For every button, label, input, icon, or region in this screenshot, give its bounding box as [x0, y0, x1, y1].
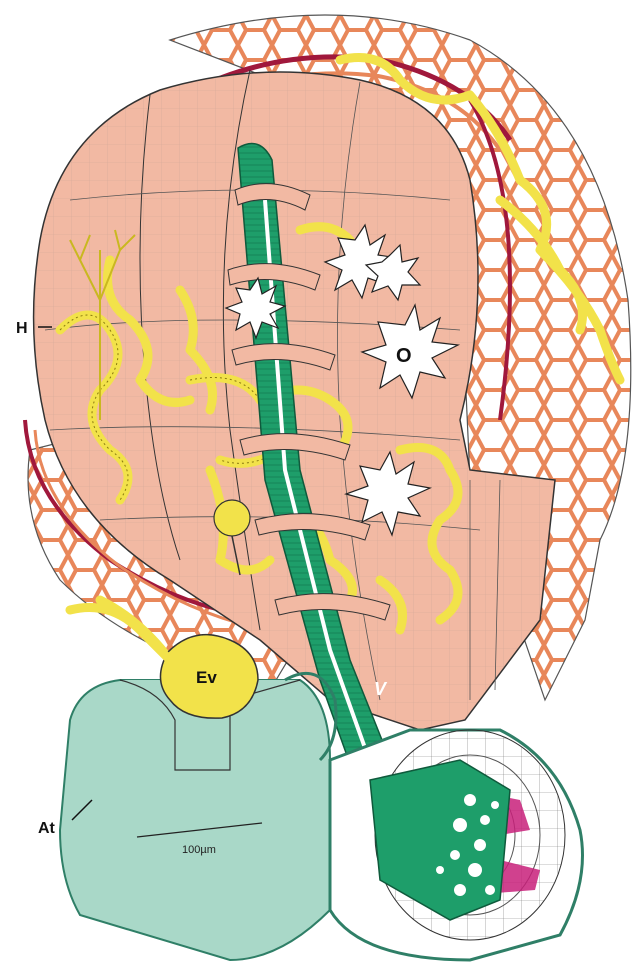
- label-ev: Ev: [196, 668, 217, 687]
- artery-cylinder: [60, 673, 583, 960]
- label-v: V: [374, 679, 388, 699]
- label-o: O: [396, 345, 412, 367]
- label-at: At: [38, 820, 56, 837]
- label-h: H: [16, 320, 28, 337]
- scale-bar-label: 100µm: [182, 844, 216, 856]
